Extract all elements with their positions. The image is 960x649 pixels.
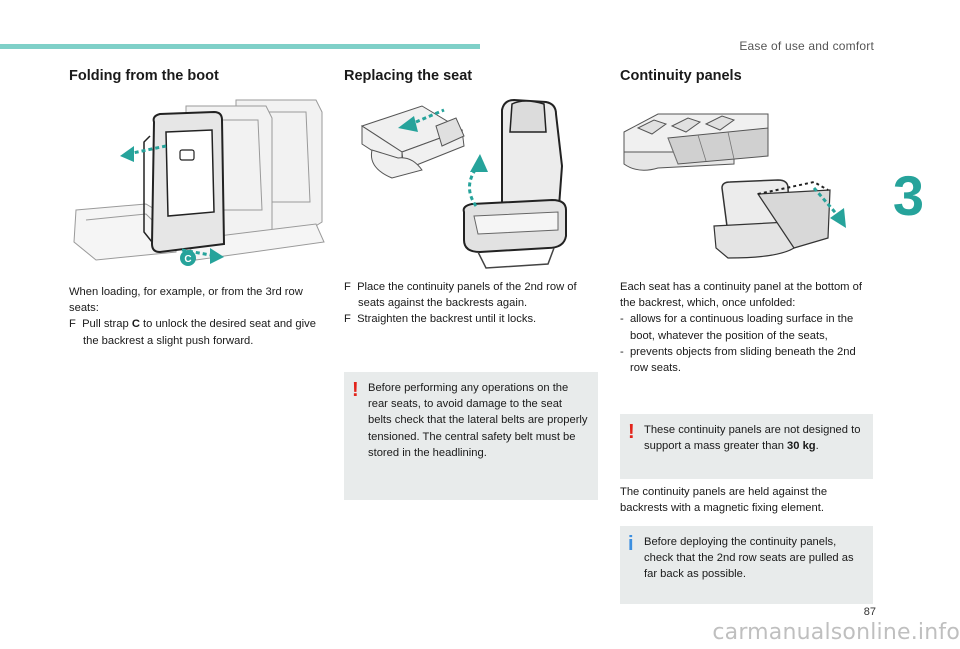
- section-title: Ease of use and comfort: [739, 39, 874, 53]
- col3-dash-1: - allows for a continuous loading surfac…: [620, 311, 875, 343]
- col1-bullet-suffix: to unlock the desired seat and give the …: [83, 318, 316, 347]
- col3-dash-2-text: prevents objects from sliding beneath th…: [629, 345, 856, 375]
- warning-icon: !: [628, 421, 635, 443]
- illustration-folding-seats: C: [73, 99, 325, 266]
- heading-folding-from-boot: Folding from the boot: [69, 68, 219, 84]
- info-icon: i: [628, 533, 634, 555]
- dash-glyph: -: [620, 313, 624, 326]
- info-note-text: Before deploying the continuity panels, …: [644, 536, 854, 581]
- col3-dash-2: - prevents objects from sliding beneath …: [620, 344, 875, 376]
- chapter-number: 3: [892, 164, 924, 227]
- col2-body: F Place the continuity panels of the 2nd…: [344, 279, 599, 328]
- col3-intro: Each seat has a continuity panel at the …: [620, 281, 862, 310]
- illustration-continuity-panels: [623, 113, 846, 259]
- col2-bullet-1-text: Place the continuity panels of the 2nd r…: [357, 281, 577, 310]
- warning-note-text: Before performing any operations on the …: [368, 382, 588, 459]
- col3-para-magnetic: The continuity panels are held against t…: [620, 486, 828, 515]
- warning-mass-text: These continuity panels are not designed…: [620, 414, 873, 454]
- col2-bullet-2-text: Straighten the backrest until it locks.: [357, 313, 537, 326]
- heading-replacing-seat: Replacing the seat: [344, 68, 473, 84]
- col1-bullet-prefix: Pull strap: [82, 318, 132, 331]
- warning-mass-suffix: .: [815, 440, 819, 453]
- warning-note-mass: ! These continuity panels are not design…: [620, 414, 873, 479]
- warning-mass-prefix: These continuity panels are not designed…: [644, 424, 861, 453]
- col1-bullet: F Pull strap C to unlock the desired sea…: [69, 316, 324, 348]
- col2-bullet-1: F Place the continuity panels of the 2nd…: [344, 279, 599, 311]
- col1-intro: When loading, for example, or from the 3…: [69, 286, 303, 315]
- warning-note-seat-belts: ! Before performing any operations on th…: [344, 372, 598, 500]
- header-accent-bar: [0, 44, 480, 49]
- col3-dash-1-text: allows for a continuous loading surface …: [629, 313, 854, 342]
- col2-bullet-2: F Straighten the backrest until it locks…: [344, 311, 599, 327]
- bullet-glyph: F: [344, 313, 351, 326]
- bullet-glyph: F: [69, 318, 76, 331]
- col1-body: When loading, for example, or from the 3…: [69, 284, 324, 349]
- bullet-glyph: F: [344, 281, 351, 293]
- col1-bullet-strap-label: C: [131, 318, 140, 331]
- dash-glyph: -: [620, 345, 624, 358]
- label-c-text: C: [184, 254, 191, 265]
- warning-icon: !: [352, 379, 359, 401]
- illustration-replacing-seat: [360, 98, 567, 269]
- watermark: carmanualsonline.info: [712, 620, 960, 645]
- label-c-marker: [180, 250, 196, 266]
- page-number: 87: [863, 606, 876, 618]
- warning-mass-value: 30 kg: [787, 440, 816, 453]
- heading-continuity-panels: Continuity panels: [620, 68, 742, 84]
- info-note-deploy: i Before deploying the continuity panels…: [620, 526, 873, 604]
- col3-body: Each seat has a continuity panel at the …: [620, 279, 875, 376]
